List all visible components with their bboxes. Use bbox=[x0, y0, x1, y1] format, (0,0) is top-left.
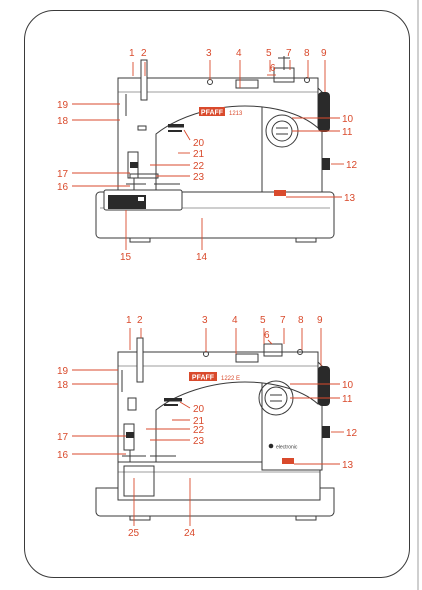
page-border bbox=[24, 10, 410, 578]
callout-21: 21 bbox=[193, 416, 205, 427]
callout-9: 9 bbox=[317, 315, 323, 326]
callout-2: 2 bbox=[141, 48, 147, 59]
callout-10: 10 bbox=[342, 114, 354, 125]
callout-1: 1 bbox=[126, 315, 132, 326]
callout-1: 1 bbox=[129, 48, 135, 59]
callout-4: 4 bbox=[232, 315, 238, 326]
sewing-machine-1222e: electronic PFAFF 1222 E bbox=[95, 337, 335, 521]
callout-leaders-bottom bbox=[72, 328, 344, 526]
callout-22: 22 bbox=[193, 161, 205, 172]
callout-6: 6 bbox=[264, 330, 270, 341]
callout-9: 9 bbox=[321, 48, 327, 59]
callout-16: 16 bbox=[57, 182, 69, 193]
callout-18: 18 bbox=[57, 380, 69, 391]
callout-20: 20 bbox=[193, 138, 205, 149]
callout-23: 23 bbox=[193, 436, 205, 447]
callout-18: 18 bbox=[57, 116, 69, 127]
callout-12: 12 bbox=[346, 160, 358, 171]
callout-19: 19 bbox=[57, 366, 69, 377]
callout-11: 11 bbox=[342, 127, 353, 138]
callout-21: 21 bbox=[193, 149, 205, 160]
callout-7: 7 bbox=[280, 315, 286, 326]
callout-23: 23 bbox=[193, 172, 205, 183]
callout-25: 25 bbox=[128, 528, 140, 539]
callout-12: 12 bbox=[346, 428, 358, 439]
callout-3: 3 bbox=[206, 48, 212, 59]
page-edge bbox=[417, 0, 419, 590]
brand-mark-electronic: electronic bbox=[276, 445, 298, 451]
callout-19: 19 bbox=[57, 100, 69, 111]
callout-7: 7 bbox=[286, 48, 292, 59]
callout-2: 2 bbox=[137, 315, 143, 326]
callout-labels-top: 1 2 3 4 5 6 7 8 9 10 11 12 13 14 15 16 1… bbox=[57, 48, 358, 263]
callout-8: 8 bbox=[304, 48, 310, 59]
callout-6: 6 bbox=[270, 63, 276, 74]
callout-24: 24 bbox=[184, 528, 196, 539]
callout-11: 11 bbox=[342, 394, 353, 405]
callout-leaders-top bbox=[72, 60, 344, 250]
callout-17: 17 bbox=[57, 169, 69, 180]
callout-14: 14 bbox=[196, 252, 208, 263]
callout-5: 5 bbox=[266, 48, 272, 59]
callout-15: 15 bbox=[120, 252, 132, 263]
callout-5: 5 bbox=[260, 315, 266, 326]
model-number-bottom: 1222 E bbox=[221, 376, 240, 382]
callout-16: 16 bbox=[57, 450, 69, 461]
callout-22: 22 bbox=[193, 425, 205, 436]
callout-13: 13 bbox=[342, 460, 354, 471]
callout-13: 13 bbox=[344, 193, 356, 204]
callout-labels-bottom: 1 2 3 4 5 6 7 8 9 10 11 12 13 16 17 18 1… bbox=[57, 315, 358, 539]
callout-8: 8 bbox=[298, 315, 304, 326]
callout-17: 17 bbox=[57, 432, 69, 443]
model-badge-top: PFAFF bbox=[201, 110, 224, 117]
callout-20: 20 bbox=[193, 404, 205, 415]
callout-4: 4 bbox=[236, 48, 242, 59]
callout-3: 3 bbox=[202, 315, 208, 326]
model-number-top: 1213 bbox=[229, 111, 243, 117]
callout-10: 10 bbox=[342, 380, 354, 391]
model-badge-bottom: PFAFF bbox=[192, 375, 215, 382]
sewing-machine-1213: PFAFF 1213 bbox=[95, 56, 335, 243]
